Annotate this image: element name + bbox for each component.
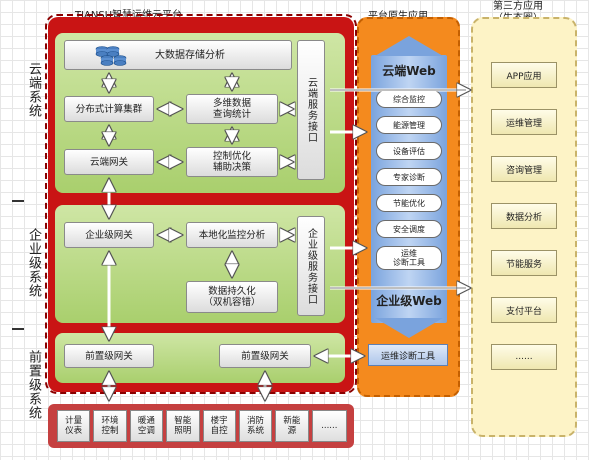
compute-box: 分布式计算集群	[64, 96, 154, 122]
web-arrow-down-icon	[375, 318, 443, 338]
third-app-item[interactable]: 数据分析	[491, 203, 557, 229]
device-l2: 空调	[137, 426, 155, 436]
device-l1: 计量	[65, 416, 83, 426]
device-l1: ......	[321, 421, 338, 431]
native-title: 平台原生应用	[368, 7, 428, 22]
side-label-front: 前置级系统	[26, 350, 41, 420]
device-item: 新能源	[275, 410, 309, 442]
front-gateway-box-1: 前置级网关	[64, 344, 154, 368]
control-label-2: 辅助决策	[212, 162, 251, 173]
side-divider-2	[12, 328, 24, 330]
device-item: 计量仪表	[57, 410, 91, 442]
third-app-list: APP应用 运维管理 咨询管理 数据分析 节能服务 支付平台 ......	[491, 62, 557, 370]
third-title-line1: 第三方应用	[493, 1, 543, 12]
device-item: 智能照明	[166, 410, 200, 442]
web-arrow-up-icon	[375, 36, 443, 56]
control-label-1: 控制优化	[212, 151, 251, 162]
cloud-service-box: 云端服务接口	[297, 40, 325, 180]
native-item[interactable]: 能源管理	[376, 116, 442, 134]
diag-tool-box[interactable]: 运维诊断工具	[368, 344, 448, 366]
storage-box: 大数据存储分析	[64, 40, 292, 70]
persist-label-1: 数据持久化	[208, 286, 256, 297]
platform-outline	[45, 14, 357, 394]
native-item[interactable]: 节能优化	[376, 194, 442, 212]
native-item-diag-tool[interactable]: 运维 诊断工具	[376, 246, 442, 270]
device-l2: 自控	[210, 426, 228, 436]
device-list: 计量仪表 环境控制 暖通空调 智能照明 楼宇自控 消防系统 新能源 ......	[57, 410, 347, 442]
enterprise-service-label: 企业级服务接口	[305, 227, 317, 305]
cloud-service-label: 云端服务接口	[305, 77, 317, 143]
front-gateway-box-2: 前置级网关	[219, 344, 311, 368]
device-l1: 环境	[101, 416, 119, 426]
tool-label-1: 运维	[401, 249, 417, 258]
query-label-1: 多维数据	[212, 98, 251, 109]
device-l1: 楼宇	[210, 416, 228, 426]
enterprise-web-label: 企业级Web	[376, 294, 442, 308]
control-box: 控制优化 辅助决策	[186, 147, 278, 177]
side-label-enterprise: 企业级系统	[26, 228, 41, 298]
cloud-web-label: 云端Web	[382, 64, 436, 78]
device-l2: 照明	[174, 426, 192, 436]
storage-label: 大数据存储分析	[155, 50, 225, 61]
device-l2: 系统	[247, 426, 265, 436]
device-item: 消防系统	[238, 410, 273, 442]
third-app-item[interactable]: 咨询管理	[491, 156, 557, 182]
native-item[interactable]: 安全调度	[376, 220, 442, 238]
device-l1: 消防	[247, 416, 265, 426]
device-item: 楼宇自控	[202, 410, 236, 442]
third-app-item[interactable]: 节能服务	[491, 250, 557, 276]
tool-label-2: 诊断工具	[393, 258, 425, 267]
device-l2: 控制	[101, 426, 119, 436]
cloud-gateway-box: 云端网关	[64, 149, 154, 175]
native-items: 综合监控 能源管理 设备评估 专家诊断 节能优化 安全调度 运维 诊断工具	[376, 90, 442, 270]
device-l2: 仪表	[65, 426, 83, 436]
native-item[interactable]: 专家诊断	[376, 168, 442, 186]
device-item: ......	[311, 410, 347, 442]
persist-label-2: （双机容错）	[203, 297, 261, 308]
database-icon	[93, 43, 129, 69]
device-l2: 源	[287, 426, 297, 436]
side-label-cloud: 云端系统	[26, 62, 41, 118]
monitor-box: 本地化监控分析	[186, 222, 278, 248]
device-item: 暖通空调	[129, 410, 164, 442]
enterprise-service-box: 企业级服务接口	[297, 216, 325, 316]
query-label-2: 查询统计	[212, 109, 251, 120]
enterprise-gateway-box: 企业级网关	[64, 222, 154, 248]
query-box: 多维数据 查询统计	[186, 94, 278, 124]
persist-box: 数据持久化 （双机容错）	[186, 281, 278, 313]
third-app-item[interactable]: APP应用	[491, 62, 557, 88]
device-l1: 暖通	[137, 416, 155, 426]
third-app-item[interactable]: 支付平台	[491, 297, 557, 323]
third-app-item[interactable]: 运维管理	[491, 109, 557, 135]
device-l1: 新能	[283, 416, 301, 426]
device-item: 环境控制	[93, 410, 127, 442]
native-item[interactable]: 设备评估	[376, 142, 442, 160]
side-divider-1	[12, 200, 24, 202]
device-l1: 智能	[174, 416, 192, 426]
third-app-item[interactable]: ......	[491, 344, 557, 370]
